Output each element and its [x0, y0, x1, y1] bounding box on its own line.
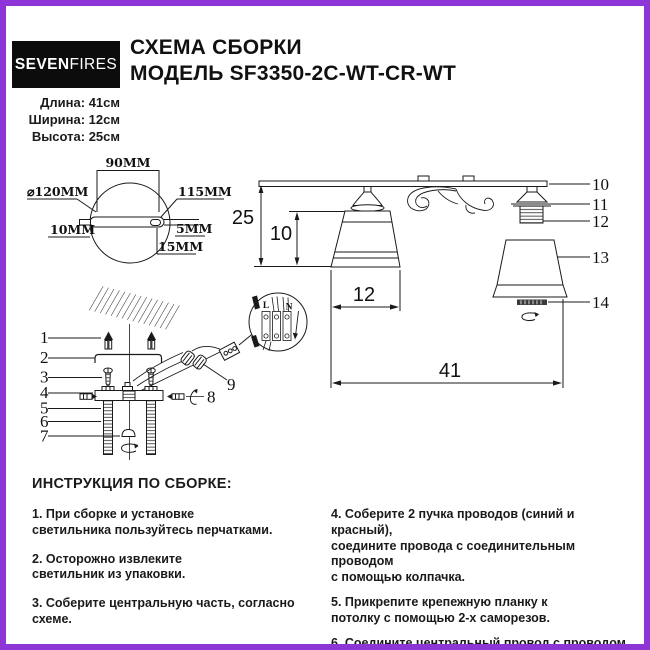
brand-logo-bold: SEVEN [14, 55, 70, 73]
terminal-live-label: L [263, 301, 269, 311]
threaded-socket [519, 205, 544, 224]
callout-1-label: 1 [40, 328, 49, 347]
instruction-step-6: 6. Соедините центральный провод с провод… [331, 635, 626, 650]
page-title-line1: СХЕМА СБОРКИ [130, 36, 302, 59]
fixture-dimensions: Длина: 41см Ширина: 12см Высота: 25см [6, 94, 120, 145]
mounting-assembly-view: 1 2 3 4 5 6 7 8 9 [40, 286, 254, 460]
side-screw-left [79, 393, 97, 400]
callout-6-label: 6 [40, 412, 49, 431]
dim-120mm-label: ⌀120MM [27, 184, 88, 199]
terminal-neutral-label: N [286, 303, 293, 313]
threaded-rod-left [103, 400, 113, 455]
callout-9-label: 9 [227, 375, 236, 394]
left-lamp-holder [352, 191, 383, 206]
callout-13-label: 13 [592, 248, 609, 267]
left-shade [330, 210, 401, 268]
dim-90mm-label: 90MM [105, 155, 150, 170]
center-coupler [122, 390, 136, 401]
wire-cap-left [180, 350, 195, 366]
terminal-block [218, 341, 241, 362]
rotate-arrow-ring [521, 312, 539, 322]
callout-11-label: 11 [592, 195, 608, 214]
dim-10mm-label: 10MM [50, 222, 95, 237]
brand-logo-light: FIRES [69, 55, 118, 73]
bar-left-tab [79, 219, 91, 226]
cap-nut [121, 428, 136, 437]
black-wire-bottom [251, 335, 260, 348]
dim-25-label: 25 [232, 207, 254, 229]
ceiling-hatch [88, 286, 180, 330]
rotate-arrow-screw [189, 389, 198, 405]
dim-10-label: 10 [270, 223, 292, 245]
callout-8-label: 8 [207, 388, 216, 407]
dim-12-label: 12 [353, 284, 375, 306]
ceiling-bar [258, 180, 548, 187]
callout-7-label: 7 [40, 427, 49, 446]
right-socket-assembly [511, 186, 553, 224]
callout-14-label: 14 [592, 293, 610, 312]
instructions-column-right: 4. Соберите 2 пучка проводов (синий и кр… [331, 507, 630, 650]
instruction-step-4: 4. Соберите 2 пучка проводов (синий и кр… [331, 507, 576, 585]
dimension-length: Длина: 41см [40, 95, 120, 110]
instructions-heading: ИНСТРУКЦИЯ ПО СБОРКЕ: [32, 476, 232, 492]
canopy-top-view: 90MM ⌀120MM 115MM 10MM 5MM 15MM [27, 155, 232, 264]
page-title-line2: МОДЕЛЬ SF3350-2C-WT-CR-WT [130, 62, 457, 85]
scroll-ornament [407, 186, 494, 214]
fixture-front-view: 25 10 [232, 175, 610, 388]
dim-115mm-label: 115MM [178, 184, 232, 199]
instruction-step-1: 1. При сборке и установке светильника по… [32, 507, 273, 537]
socket-cup [515, 191, 549, 203]
dimension-width: Ширина: 12см [28, 112, 120, 127]
mounting-bracket [94, 353, 163, 363]
wire-cap-right [192, 354, 207, 370]
instruction-step-3: 3. Соберите центральную часть, согласно … [32, 596, 295, 626]
instructions-column-left: 1. При сборке и установке светильника по… [32, 507, 331, 650]
callout-5-label: 5 [40, 399, 49, 418]
instruction-step-2: 2. Осторожно извлеките светильник из упа… [32, 551, 186, 582]
threaded-rod-right [146, 400, 156, 455]
shade-ring [517, 299, 547, 305]
dim-41-label: 41 [439, 360, 461, 382]
black-wire-top [252, 295, 260, 310]
dimension-height: Высота: 25см [31, 129, 120, 144]
wires [132, 345, 222, 391]
bar-keyhole-slot [150, 219, 161, 226]
mounting-plate [94, 382, 164, 401]
terminal-detail: L N [248, 292, 308, 352]
right-shade [492, 239, 568, 298]
dim-5mm-label: 5MM [176, 221, 213, 236]
bar-tab-left [417, 175, 430, 182]
dim-15mm-label: 15MM [158, 239, 203, 254]
wall-anchors [104, 331, 156, 350]
bar-tab-right [462, 175, 475, 182]
instruction-step-5: 5. Прикрепите крепежную планку к потолку… [331, 594, 550, 625]
rotate-arrow-rod [121, 443, 139, 453]
page-title: СХЕМА СБОРКИ МОДЕЛЬ SF3350-2C-WT-CR-WT [130, 35, 456, 87]
callout-3-label: 3 [40, 368, 49, 387]
callout-12-label: 12 [592, 212, 609, 231]
assembly-instructions: ИНСТРУКЦИЯ ПО СБОРКЕ: 1. При сборке и ус… [32, 476, 632, 650]
callout-4-label: 4 [40, 383, 49, 402]
callout-10-label: 10 [592, 175, 609, 194]
callout-2-label: 2 [40, 348, 49, 367]
side-screw-right [167, 393, 185, 400]
